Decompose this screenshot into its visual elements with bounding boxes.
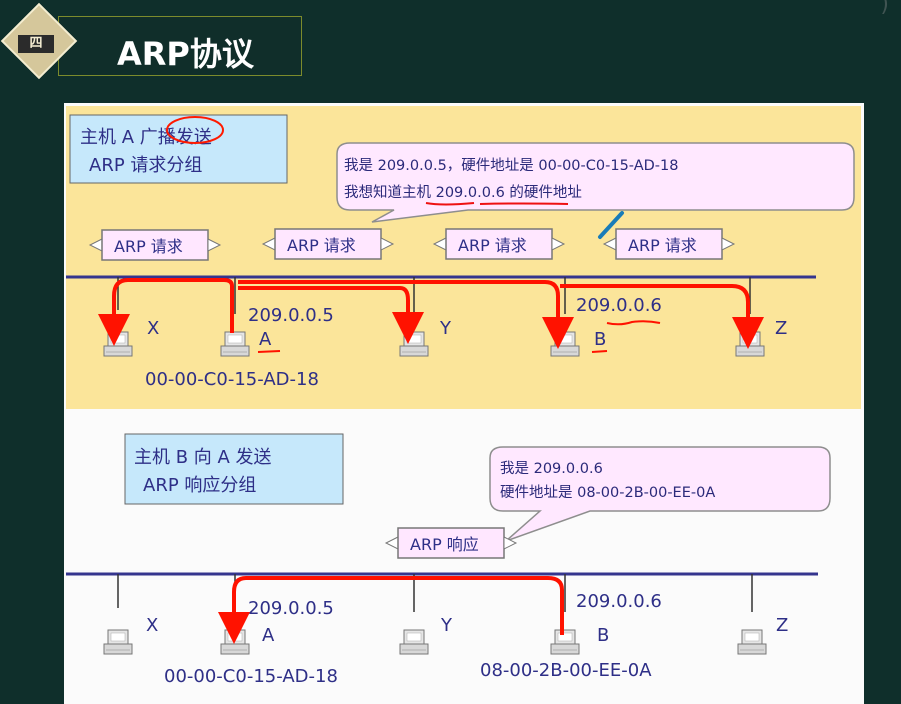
packet-request-middle1: ARP 请求 [262, 228, 394, 260]
bottom-speech-bubble [489, 446, 831, 542]
host-z-label: Z [775, 318, 787, 339]
top-caption-line1: 主机 A 广播发送 [80, 127, 212, 148]
broadcast-arrow-to-y [238, 286, 424, 344]
broadcast-circle-annotation [166, 116, 224, 144]
host-z-label: Z [776, 615, 788, 636]
top-speech-line1: 我是 209.0.0.5，硬件地址是 00-00-C0-15-AD-18 [344, 157, 678, 174]
host-z-computer-icon [737, 629, 767, 655]
host-z-computer-icon [735, 331, 765, 357]
host-y-label: Y [439, 318, 452, 339]
host-b-mac: 08-00-2B-00-EE-0A [480, 660, 652, 681]
host-a-ip: 209.0.0.5 [248, 305, 334, 326]
host-a-label: A [262, 625, 275, 646]
broadcast-arrow-to-b [238, 280, 574, 349]
title-bar: ARP协议 [58, 16, 302, 76]
packet-request-left: ARP 请求 [89, 229, 221, 261]
host-b-label: B [594, 329, 606, 350]
underline-ip-annotation [479, 202, 569, 205]
host-a-computer-icon [220, 331, 250, 357]
bottom-speech-line1: 我是 209.0.0.6 [500, 460, 603, 477]
host-a-mac: 00-00-C0-15-AD-18 [145, 369, 319, 390]
underline-host-annotation [425, 202, 475, 206]
host-a-computer-icon [220, 629, 250, 655]
host-x-label: X [146, 615, 158, 636]
packet-request-right: ARP 请求 [603, 228, 735, 260]
broadcast-arrow-to-z [560, 284, 764, 349]
section-number: 四 [18, 35, 54, 53]
host-b-ip: 209.0.0.6 [576, 295, 662, 316]
top-caption-line2: ARP 请求分组 [89, 155, 202, 176]
top-caption-box [69, 114, 288, 184]
packet-label: ARP 请求 [458, 236, 527, 255]
host-b-computer-icon [550, 629, 580, 655]
host-y-computer-icon [399, 331, 429, 357]
packet-label: ARP 请求 [114, 237, 183, 256]
packet-label: ARP 请求 [628, 236, 697, 255]
host-b-ip: 209.0.0.6 [576, 591, 662, 612]
broadcast-arrow-to-x [98, 278, 234, 346]
host-b-computer-icon [550, 331, 580, 357]
top-speech-line2: 我想知道主机 209.0.0.6 的硬件地址 [344, 184, 582, 201]
pen-cursor-icon [598, 211, 624, 239]
host-a-mac: 00-00-C0-15-AD-18 [164, 666, 338, 687]
host-x-computer-icon [103, 629, 133, 655]
bottom-caption-line2: ARP 响应分组 [143, 475, 256, 496]
packet-request-middle2: ARP 请求 [433, 228, 565, 260]
host-a-label: A [259, 329, 272, 350]
bottom-caption-line1: 主机 B 向 A 发送 [134, 447, 272, 468]
packet-response-label: ARP 响应 [410, 535, 479, 554]
bottom-caption-box [124, 433, 344, 505]
host-x-label: X [147, 318, 159, 339]
host-y-computer-icon [399, 629, 429, 655]
host-y-label: Y [440, 615, 453, 636]
unicast-response-arrow [218, 576, 564, 644]
top-speech-bubble [336, 142, 855, 223]
host-x-computer-icon [103, 331, 133, 357]
page-title: ARP协议 [117, 35, 254, 73]
corner-bracket-icon: ) [880, 0, 889, 17]
bottom-speech-line2: 硬件地址是 08-00-2B-00-EE-0A [500, 484, 715, 501]
host-a-ip: 209.0.0.5 [248, 598, 334, 619]
packet-response: ARP 响应 [385, 527, 517, 559]
host-b-label: B [597, 625, 609, 646]
packet-label: ARP 请求 [287, 236, 356, 255]
